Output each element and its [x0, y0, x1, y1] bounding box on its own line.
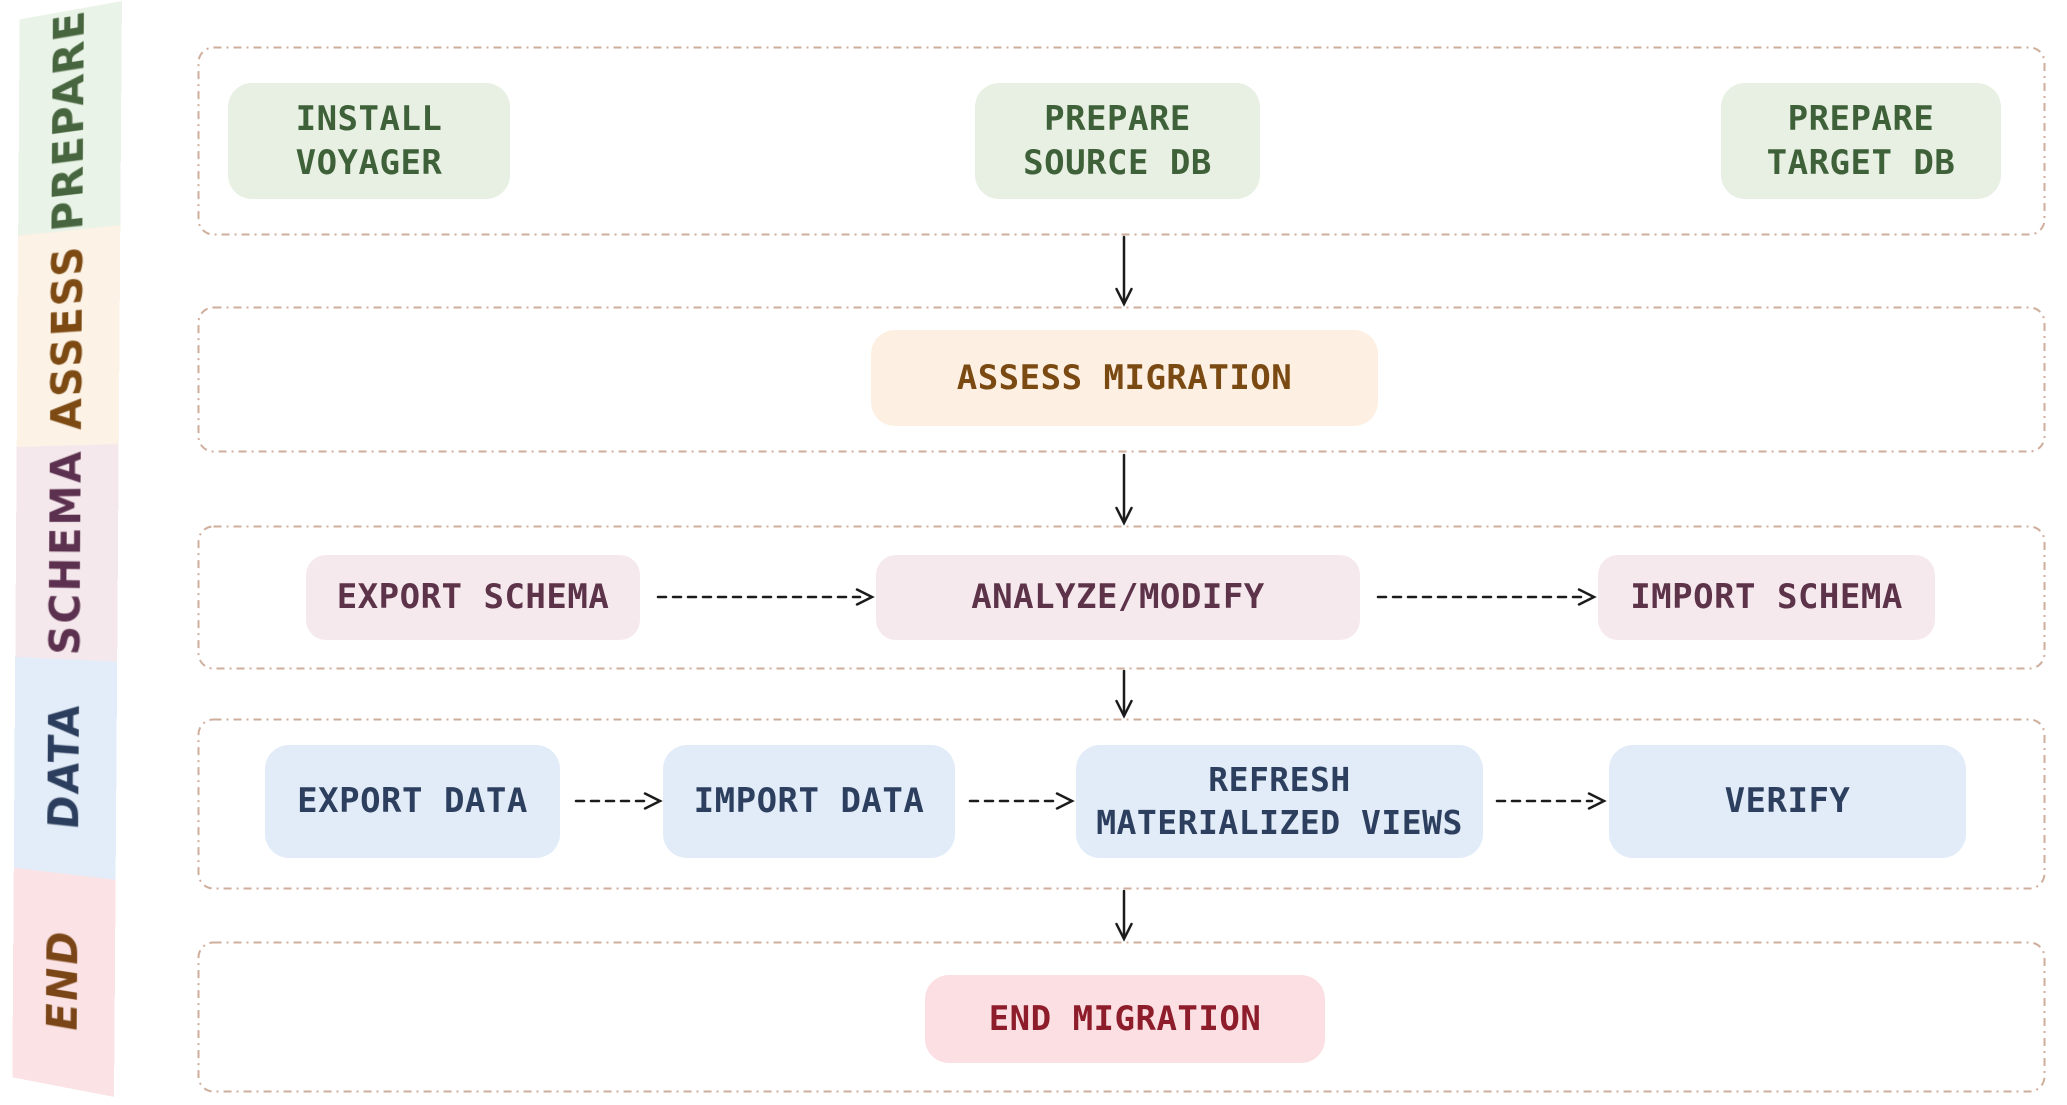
row-frame-border [197, 941, 2046, 1093]
row-frame-border [197, 46, 2046, 236]
arrowhead-schema-to-data [1115, 699, 1133, 719]
node-export-data: EXPORT DATA [265, 745, 560, 858]
row-frame-border [197, 306, 2046, 453]
arrowhead-prepare-to-assess [1115, 287, 1133, 307]
row-frame-schema [197, 525, 2046, 670]
node-prepare-source-db: PREPARE SOURCE DB [975, 83, 1260, 199]
node-import-data: IMPORT DATA [663, 745, 955, 858]
node-import-schema: IMPORT SCHEMA [1598, 555, 1935, 640]
row-frame-border [197, 718, 2046, 890]
node-assess-migration: ASSESS MIGRATION [871, 330, 1378, 426]
stage-band-data: DATA [13, 657, 118, 880]
node-end-migration: END MIGRATION [925, 975, 1325, 1063]
row-frame-end [197, 941, 2046, 1093]
row-frame-border [197, 525, 2046, 670]
row-frame-data [197, 718, 2046, 890]
stage-label-assess: ASSESS [43, 242, 93, 432]
node-install-voyager: INSTALL VOYAGER [228, 83, 510, 199]
stage-ribbon: PREPARE ASSESS SCHEMA DATA END [12, 1, 122, 1097]
arrowhead-data-to-end [1115, 922, 1133, 942]
node-verify: VERIFY [1609, 745, 1966, 858]
stage-label-end: END [39, 926, 88, 1035]
stage-label-schema: SCHEMA [41, 448, 91, 656]
node-export-schema: EXPORT SCHEMA [306, 555, 640, 640]
row-frame-assess [197, 306, 2046, 453]
stage-band-end: END [12, 867, 116, 1097]
row-frame-prepare [197, 46, 2046, 236]
stage-label-data: DATA [40, 701, 89, 832]
node-prepare-target-db: PREPARE TARGET DB [1721, 83, 2001, 199]
arrowhead-assess-to-schema [1115, 506, 1133, 526]
stage-band-prepare: PREPARE [18, 1, 122, 236]
stage-band-schema: SCHEMA [15, 443, 119, 662]
node-refresh-materialized-views: REFRESH MATERIALIZED VIEWS [1076, 745, 1483, 858]
node-analyze-modify: ANALYZE/MODIFY [876, 555, 1360, 640]
stage-label-prepare: PREPARE [44, 6, 94, 234]
stage-band-assess: ASSESS [16, 225, 121, 447]
